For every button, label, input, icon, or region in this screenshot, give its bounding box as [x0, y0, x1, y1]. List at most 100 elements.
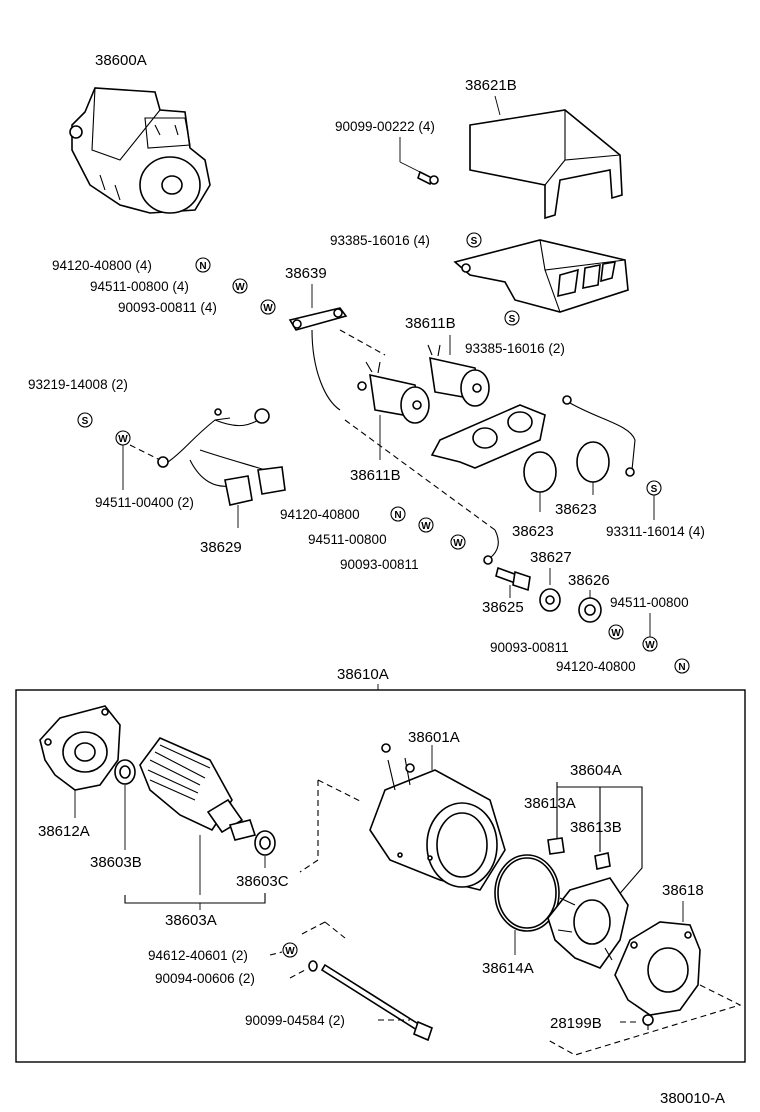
ground-cable-illustration — [562, 395, 636, 477]
part-94511-00400: 94511-00400 (2) — [95, 495, 194, 510]
part-38603C: 38603C — [236, 873, 289, 890]
part-94120-40800-4: 94120-40800 (4) — [52, 258, 152, 273]
part-93385-16016-2: 93385-16016 (2) — [465, 341, 565, 356]
strap-illustration — [288, 307, 348, 411]
relay-bracket-illustration — [453, 239, 629, 313]
relay-mount-plate-illustration — [430, 404, 546, 469]
screw-illustration — [417, 170, 439, 186]
part-38629: 38629 — [200, 539, 242, 556]
part-38613B: 38613B — [570, 819, 622, 836]
symbol-w-icon: W — [282, 942, 298, 958]
lead-wire-illustration — [483, 529, 499, 565]
symbol-n-icon: N — [195, 257, 211, 273]
part-38613A: 38613A — [524, 795, 576, 812]
relay-illustration — [427, 344, 490, 407]
svg-text:S: S — [471, 236, 478, 247]
washer-illustration — [308, 960, 318, 972]
symbol-w-icon: W — [642, 636, 658, 652]
svg-text:W: W — [645, 640, 655, 651]
part-38600A: 38600A — [95, 52, 147, 69]
starter-assembly-illustration — [69, 87, 211, 214]
part-38611B-mid: 38611B — [350, 467, 401, 484]
armature-illustration — [139, 737, 257, 841]
bearing-illustration — [254, 830, 276, 856]
part-90093-00811-a: 90093-00811 — [340, 557, 419, 572]
part-38601A: 38601A — [408, 729, 460, 746]
part-38623-upper: 38623 — [555, 501, 597, 518]
symbol-s-icon: S — [504, 310, 520, 326]
part-94511-00800-4: 94511-00800 (4) — [90, 279, 189, 294]
assembly-box — [15, 689, 746, 1063]
part-94120-40800-b: 94120-40800 — [556, 659, 636, 674]
part-38639: 38639 — [285, 265, 327, 282]
end-cover-illustration — [614, 921, 701, 1016]
part-28199B: 28199B — [550, 1015, 602, 1032]
brush-illustration — [547, 837, 611, 870]
symbol-s-icon: S — [466, 232, 482, 248]
symbol-n-icon: N — [390, 506, 406, 522]
part-93385-16016-4: 93385-16016 (4) — [330, 233, 430, 248]
symbol-w-icon: W — [450, 534, 466, 550]
part-38611B-top: 38611B — [405, 315, 456, 332]
terminal-bolt-illustration — [495, 566, 531, 592]
symbol-w-icon: W — [418, 517, 434, 533]
part-38626: 38626 — [568, 572, 610, 589]
part-90093-00811-b: 90093-00811 — [490, 640, 569, 655]
svg-text:S: S — [651, 484, 658, 495]
part-38625: 38625 — [482, 599, 524, 616]
cover-illustration — [469, 109, 623, 220]
through-bolt-illustration — [320, 963, 433, 1042]
part-38627: 38627 — [530, 549, 572, 566]
symbol-w-icon: W — [115, 430, 131, 446]
svg-text:W: W — [118, 434, 128, 445]
symbol-w-icon: W — [260, 299, 276, 315]
o-ring-illustration — [494, 854, 560, 932]
field-frame-illustration — [369, 743, 506, 891]
svg-text:W: W — [263, 303, 273, 314]
part-90099-04584: 90099-04584 (2) — [245, 1013, 345, 1028]
svg-text:N: N — [199, 261, 206, 272]
part-90094-00606: 90094-00606 (2) — [155, 971, 255, 986]
svg-text:S: S — [82, 416, 89, 427]
part-38618: 38618 — [662, 882, 704, 899]
part-38604A: 38604A — [570, 762, 622, 779]
svg-text:N: N — [678, 662, 685, 673]
relay-illustration — [357, 361, 430, 424]
svg-text:W: W — [453, 538, 463, 549]
assembly-label: 38610A — [337, 666, 389, 683]
part-93219-14008: 93219-14008 (2) — [28, 377, 128, 392]
part-94511-00800-b: 94511-00800 — [610, 595, 689, 610]
part-38623-lower: 38623 — [512, 523, 554, 540]
brush-holder-illustration — [547, 877, 629, 969]
svg-text:W: W — [611, 628, 621, 639]
symbol-n-icon: N — [674, 658, 690, 674]
svg-text:S: S — [509, 314, 516, 325]
bearing-illustration — [114, 759, 136, 785]
part-94511-00800-a: 94511-00800 — [308, 532, 387, 547]
part-38612A: 38612A — [38, 823, 90, 840]
svg-text:W: W — [285, 946, 295, 957]
symbol-w-icon: W — [608, 624, 624, 640]
part-93311-16014: 93311-16014 (4) — [606, 524, 705, 539]
svg-text:N: N — [394, 510, 401, 521]
nut-illustration — [539, 588, 602, 623]
part-90099-00222: 90099-00222 (4) — [335, 119, 435, 134]
part-38603A: 38603A — [165, 912, 217, 929]
diagram-id: 380010-A — [660, 1090, 725, 1107]
screw-illustration — [642, 1014, 654, 1030]
part-38621B: 38621B — [465, 77, 517, 94]
part-38614A: 38614A — [482, 960, 534, 977]
part-94612-40601: 94612-40601 (2) — [148, 948, 248, 963]
svg-text:W: W — [421, 521, 431, 532]
part-94120-40800-a: 94120-40800 — [280, 507, 360, 522]
symbol-s-icon: S — [77, 412, 93, 428]
cap-illustration — [523, 441, 610, 493]
symbol-s-icon: S — [646, 480, 662, 496]
symbol-w-icon: W — [232, 278, 248, 294]
part-90093-00811-4: 90093-00811 (4) — [118, 300, 217, 315]
end-frame-illustration — [39, 705, 121, 791]
wire-harness-illustration — [157, 408, 286, 506]
part-38603B: 38603B — [90, 854, 142, 871]
svg-text:W: W — [235, 282, 245, 293]
